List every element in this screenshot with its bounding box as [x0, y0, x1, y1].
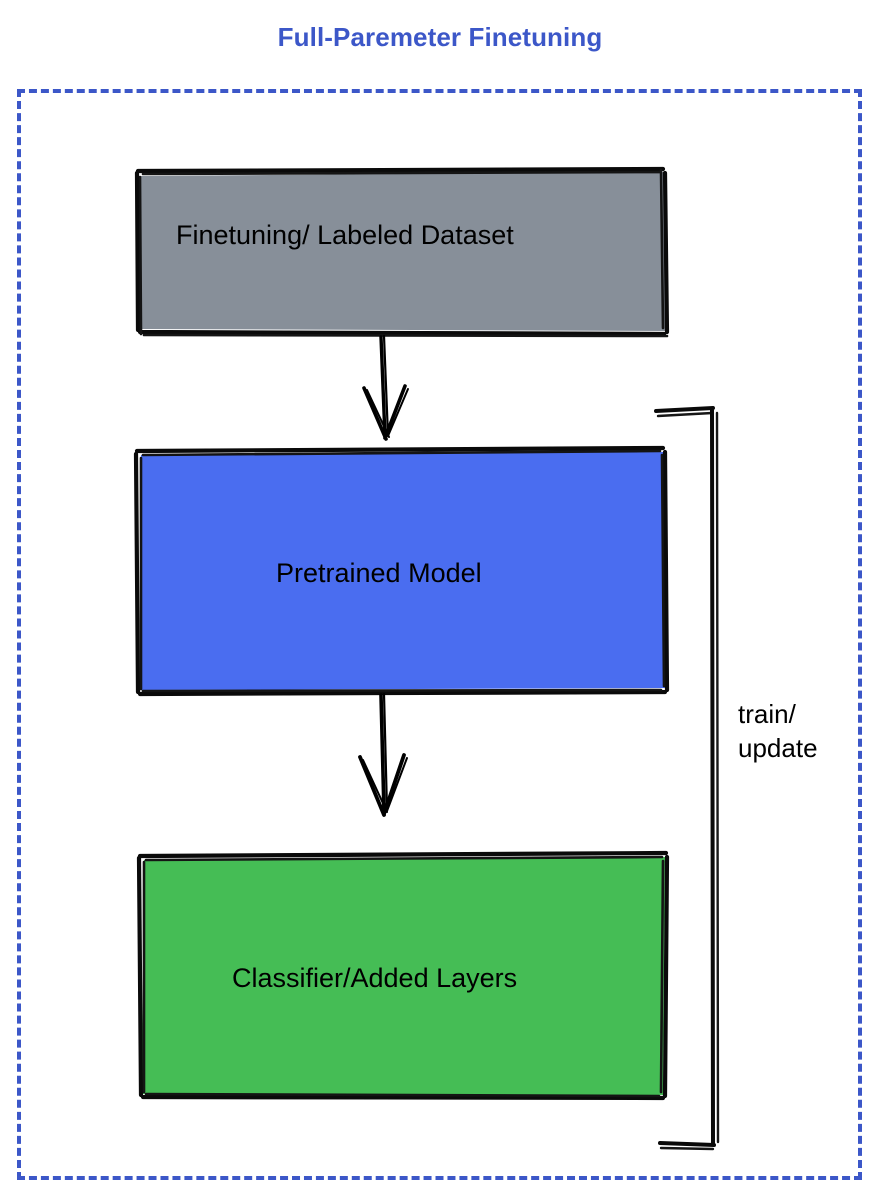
diagram-dashed-frame: [17, 89, 862, 1180]
node-classifier-label: Classifier/Added Layers: [232, 963, 518, 993]
node-dataset-label: Finetuning/ Labeled Dataset: [176, 220, 514, 250]
edge-feedback-label: train/ update: [738, 699, 818, 763]
page-title: Full-Paremeter Finetuning: [277, 22, 603, 52]
node-pretrained-label: Pretrained Model: [276, 558, 482, 588]
